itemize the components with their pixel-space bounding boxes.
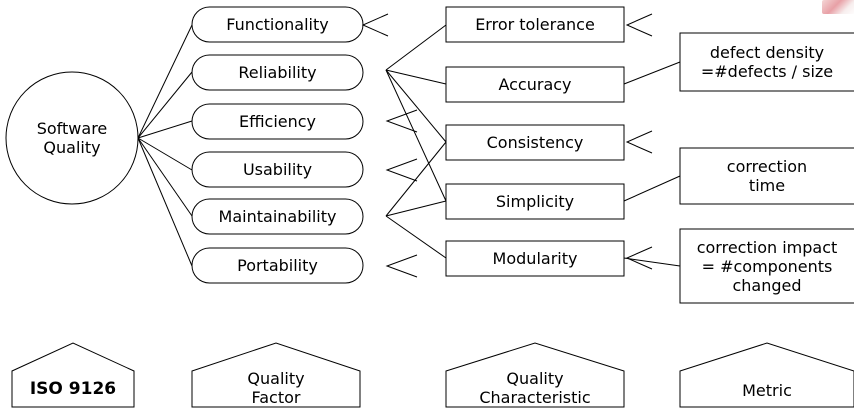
characteristic-box-accuracy[interactable]: [445, 66, 625, 103]
metric-label-defect-density: defect density =#defects / size: [700, 43, 834, 81]
legend-iso-shape: [11, 342, 135, 408]
factor-label-usability: Usability: [242, 160, 313, 179]
legend-metric-shape: [679, 342, 854, 408]
characteristic-to-metric-lines: [623, 61, 681, 267]
factor-node-maintainability[interactable]: [191, 198, 364, 235]
factor-to-characteristic-lines: [385, 24, 447, 259]
corner-decoration: [822, 0, 854, 14]
characteristic-label-error-tolerance: Error tolerance: [475, 15, 595, 34]
legend-iso-label: ISO 9126: [29, 378, 117, 399]
characteristic-label-accuracy: Accuracy: [498, 75, 572, 94]
characteristic-label-simplicity: Simplicity: [495, 192, 575, 211]
legend-characteristic-label: Quality Characteristic: [479, 369, 591, 407]
characteristic-label-modularity: Modularity: [492, 249, 578, 268]
characteristic-box-error-tolerance[interactable]: [445, 6, 625, 43]
legend-factor-label: Quality Factor: [247, 369, 305, 407]
metric-label-correction-time: correction time: [726, 157, 808, 195]
metric-label-correction-impact: correction impact = #components changed: [696, 237, 838, 295]
legend-factor-shape: [191, 342, 361, 408]
factor-label-maintainability: Maintainability: [218, 207, 337, 226]
factor-label-reliability: Reliability: [238, 63, 317, 82]
factor-label-portability: Portability: [237, 256, 318, 275]
open-branch-markers: [361, 13, 653, 278]
root-to-factor-lines: [137, 24, 193, 267]
factor-label-efficiency: Efficiency: [238, 112, 317, 131]
legend-characteristic-shape: [445, 342, 625, 408]
root-node-label: Software Quality: [36, 119, 108, 157]
characteristic-label-consistency: Consistency: [486, 133, 584, 152]
legend-metric-label: Metric: [742, 380, 792, 400]
factor-label-functionality: Functionality: [226, 15, 329, 34]
